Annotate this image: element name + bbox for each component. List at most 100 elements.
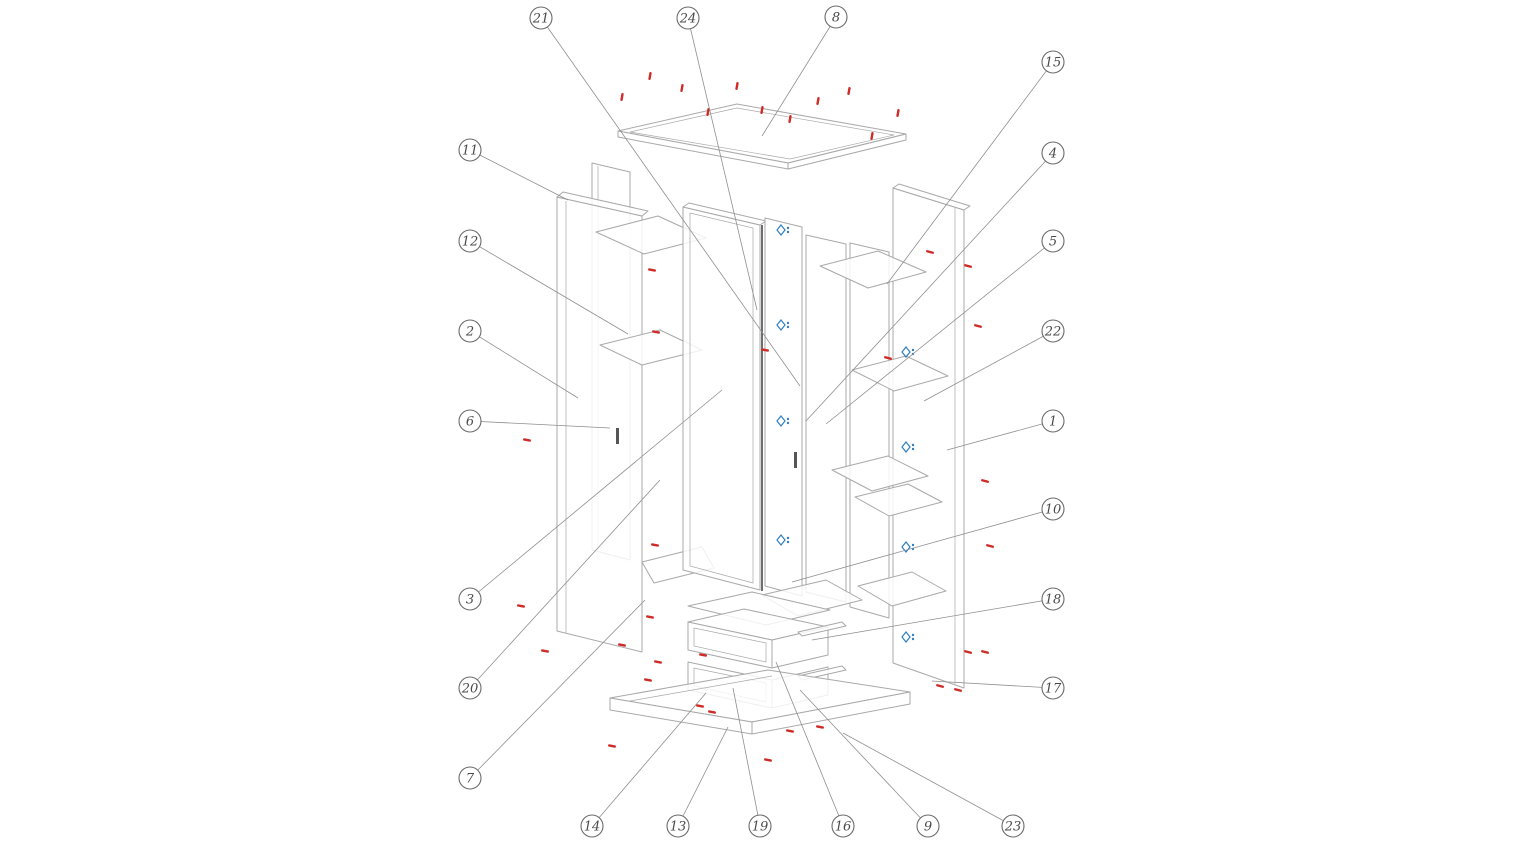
fastener-mark xyxy=(620,93,624,101)
right-shelves xyxy=(761,250,949,617)
leader-line-19 xyxy=(732,687,761,827)
balloon-14: 14 xyxy=(580,814,604,838)
center-partition xyxy=(764,217,803,597)
cam-lock-mark xyxy=(776,415,790,427)
balloon-number: 18 xyxy=(1045,593,1062,608)
leader-line-9 xyxy=(799,689,929,827)
balloon-13: 13 xyxy=(666,814,690,838)
fastener-mark xyxy=(981,650,989,654)
balloon-10: 10 xyxy=(1041,497,1065,521)
leader-line-23 xyxy=(842,732,1014,827)
leader-line-15 xyxy=(886,61,1054,285)
balloon-number: 17 xyxy=(1045,682,1062,697)
leader-line-10 xyxy=(791,508,1054,583)
fastener-mark xyxy=(608,744,616,748)
balloon-number: 4 xyxy=(1048,147,1057,162)
leader-line-24 xyxy=(687,17,758,311)
balloon-number: 9 xyxy=(924,820,932,835)
balloon-12: 12 xyxy=(458,229,482,253)
leader-line-14 xyxy=(591,692,707,827)
balloon-number: 24 xyxy=(679,12,697,27)
partition-handle xyxy=(794,452,797,468)
fastener-mark xyxy=(788,115,792,123)
balloon-number: 15 xyxy=(1045,56,1062,71)
top-panel xyxy=(617,103,907,170)
balloon-number: 13 xyxy=(670,820,687,835)
balloon-21: 21 xyxy=(529,6,553,30)
fastener-mark xyxy=(764,758,772,762)
door-handle xyxy=(616,428,619,444)
balloon-24: 24 xyxy=(676,6,700,30)
balloon-9: 9 xyxy=(916,814,940,838)
fastener-mark xyxy=(981,479,989,483)
fastener-mark xyxy=(936,684,944,688)
balloon-6: 6 xyxy=(458,409,482,433)
fastener-mark xyxy=(986,544,994,548)
fastener-mark xyxy=(816,725,824,729)
fastener-mark xyxy=(680,84,684,92)
fastener-mark xyxy=(884,356,892,360)
balloon-number: 5 xyxy=(1049,235,1057,250)
fastener-mark xyxy=(954,688,962,692)
wardrobe-drawing xyxy=(556,103,971,735)
fastener-mark xyxy=(870,132,874,140)
balloon-number: 2 xyxy=(465,325,474,340)
balloon-8: 8 xyxy=(824,5,848,29)
cam-lock-mark xyxy=(776,319,790,331)
leader-line-3 xyxy=(469,389,723,600)
balloon-22: 22 xyxy=(1041,319,1065,343)
balloon-number: 12 xyxy=(462,235,479,250)
fastener-mark xyxy=(651,543,659,547)
balloon-4: 4 xyxy=(1041,141,1065,165)
fastener-mark xyxy=(760,106,764,114)
leader-lines xyxy=(469,16,1054,827)
leader-line-8 xyxy=(761,16,837,137)
inner-partition xyxy=(805,234,847,603)
balloon-20: 20 xyxy=(458,676,482,700)
leader-line-6 xyxy=(469,420,611,429)
balloon-number: 16 xyxy=(835,820,852,835)
fastener-mark xyxy=(964,650,972,654)
leader-line-20 xyxy=(469,479,661,689)
balloon-number: 11 xyxy=(462,144,479,159)
fastener-mark xyxy=(523,438,531,442)
right-side-panel xyxy=(892,183,971,689)
fastener-mark xyxy=(816,97,820,105)
drawer-upper xyxy=(687,608,829,669)
balloon-1: 1 xyxy=(1041,409,1065,433)
fastener-mark xyxy=(786,729,794,733)
leader-line-11 xyxy=(469,149,569,201)
fastener-marks xyxy=(517,72,994,762)
fastener-mark xyxy=(735,82,739,90)
balloon-number: 19 xyxy=(752,820,769,835)
balloon-number: 20 xyxy=(461,682,479,697)
fastener-mark xyxy=(699,653,707,657)
fastener-mark xyxy=(652,330,660,334)
fastener-mark xyxy=(964,264,972,268)
balloon-number: 1 xyxy=(1049,415,1057,430)
fastener-mark xyxy=(761,348,769,352)
balloon-number: 10 xyxy=(1045,503,1062,518)
cam-lock-mark xyxy=(901,631,915,643)
fastener-mark xyxy=(648,72,652,80)
leader-line-13 xyxy=(677,726,729,827)
balloon-number: 23 xyxy=(1004,820,1022,835)
leader-line-2 xyxy=(469,330,579,399)
fastener-mark xyxy=(517,604,525,608)
base-panel xyxy=(609,669,911,735)
fastener-mark xyxy=(618,643,626,647)
fastener-mark xyxy=(654,660,662,664)
balloon-number: 8 xyxy=(832,11,840,26)
fastener-mark xyxy=(974,324,982,328)
cam-lock-mark xyxy=(901,441,915,453)
balloon-number: 6 xyxy=(466,415,474,430)
balloon-number: 22 xyxy=(1044,325,1062,340)
balloon-11: 11 xyxy=(458,138,482,162)
balloon-7: 7 xyxy=(458,766,482,790)
balloon-19: 19 xyxy=(748,814,772,838)
balloon-15: 15 xyxy=(1041,50,1065,74)
fastener-mark xyxy=(646,615,654,619)
cam-lock-mark xyxy=(776,224,790,236)
